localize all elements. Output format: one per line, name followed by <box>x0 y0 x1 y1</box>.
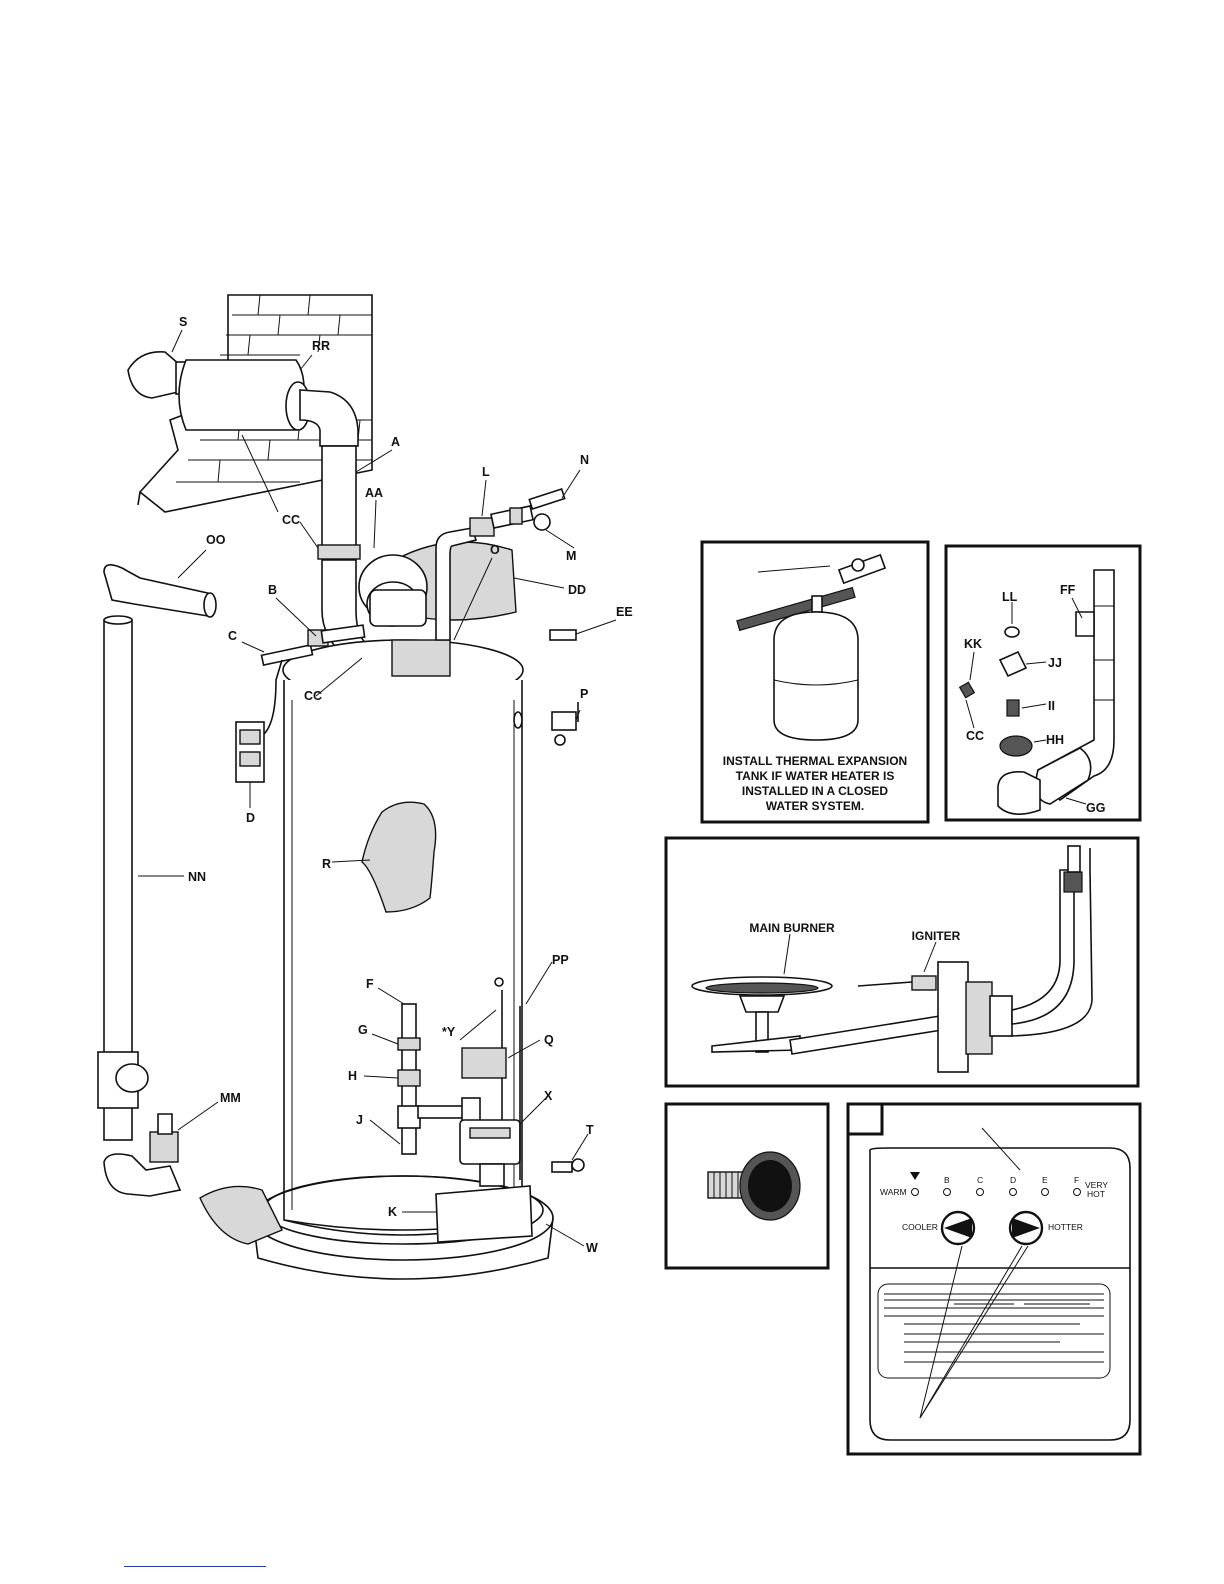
label-q: Q <box>544 1033 554 1047</box>
label-ll: LL <box>1002 590 1018 604</box>
footer-rule <box>124 1566 266 1567</box>
condensate-pipe <box>98 616 148 1140</box>
caption-line-2: TANK IF WATER HEATER IS <box>736 769 895 783</box>
vent-parts-panel: FF LL KK JJ II CC HH GG <box>946 546 1140 820</box>
setting-b: B <box>944 1175 950 1185</box>
caption-line-4: WATER SYSTEM. <box>766 799 864 813</box>
label-h: H <box>348 1069 357 1083</box>
electrical-outlet <box>236 660 282 782</box>
label-cc-vent: CC <box>966 729 984 743</box>
label-pp: PP <box>552 953 569 967</box>
label-dd: DD <box>568 583 586 597</box>
label-g: G <box>358 1023 368 1037</box>
label-m: M <box>566 549 576 563</box>
fitting <box>550 630 576 640</box>
label-p: P <box>580 687 588 701</box>
label-l: L <box>482 465 490 479</box>
label-f: F <box>366 977 374 991</box>
cooler-label: COOLER <box>902 1222 938 1232</box>
vent-pipe <box>322 446 356 554</box>
label-n: N <box>580 453 589 467</box>
label-a: A <box>391 435 400 449</box>
water-heater-diagram: S RR A AA CC CC OO B C D NN L N M O DD E… <box>98 295 633 1279</box>
setting-warm: WARM <box>880 1187 907 1197</box>
label-rr: RR <box>312 339 330 353</box>
igniter-label: IGNITER <box>912 929 961 943</box>
label-y: *Y <box>442 1025 456 1039</box>
caption-line-3: INSTALLED IN A CLOSED <box>742 784 889 798</box>
label-t: T <box>586 1123 594 1137</box>
label-k: K <box>388 1205 397 1219</box>
label-nn: NN <box>188 870 206 884</box>
label-c: C <box>228 629 237 643</box>
label-w: W <box>586 1241 598 1255</box>
drain-valve <box>552 1159 584 1172</box>
setting-d: D <box>1010 1175 1016 1185</box>
label-aa: AA <box>365 486 383 500</box>
burner-panel: MAIN BURNER IGNITER <box>666 838 1138 1086</box>
label-gg: GG <box>1086 801 1105 815</box>
label-jj: JJ <box>1048 656 1062 670</box>
vent-terminal <box>128 352 358 446</box>
knob-panel <box>666 1104 828 1268</box>
label-cc-1: CC <box>282 513 300 527</box>
main-burner-label: MAIN BURNER <box>749 921 835 935</box>
label-cc-3: CC <box>304 689 322 703</box>
label-mm: MM <box>220 1091 241 1105</box>
setting-e: E <box>1042 1175 1048 1185</box>
expansion-tank-panel: INSTALL THERMAL EXPANSION TANK IF WATER … <box>702 542 928 822</box>
setting-hot: HOT <box>1087 1189 1105 1199</box>
label-r: R <box>322 857 331 871</box>
label-kk: KK <box>964 637 982 651</box>
vent-elbow-oo <box>104 565 216 617</box>
temperature-control-panel: WARM B C D E F VERY HOT COOLER HOTTER <box>848 1104 1140 1454</box>
label-x: X <box>544 1089 553 1103</box>
setting-f: F <box>1074 1175 1079 1185</box>
caption-line-1: INSTALL THERMAL EXPANSION <box>723 754 907 768</box>
label-hh: HH <box>1046 733 1064 747</box>
label-s: S <box>179 315 187 329</box>
label-oo: OO <box>206 533 226 547</box>
vent-clamp <box>318 545 360 559</box>
label-plate <box>462 1048 506 1078</box>
label-ii: II <box>1048 699 1055 713</box>
label-o: O <box>490 543 500 557</box>
label-b: B <box>268 583 277 597</box>
label-d: D <box>246 811 255 825</box>
setting-c: C <box>977 1175 983 1185</box>
hotter-label: HOTTER <box>1048 1222 1083 1232</box>
combustion-box <box>392 640 450 676</box>
label-ee: EE <box>616 605 633 619</box>
outer-door <box>436 1186 532 1242</box>
label-j: J <box>356 1113 363 1127</box>
tp-relief-valve <box>514 702 578 745</box>
label-ff: FF <box>1060 583 1076 597</box>
